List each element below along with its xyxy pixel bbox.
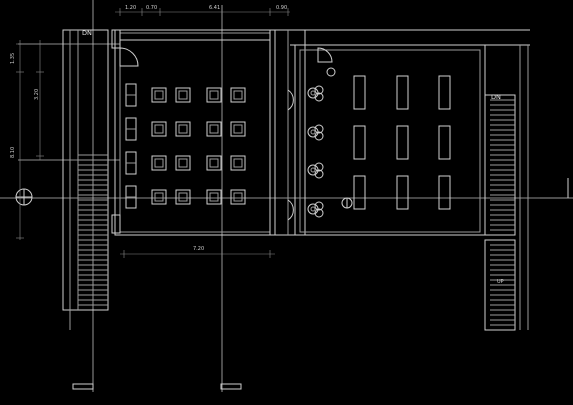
desk bbox=[151, 189, 167, 205]
stair-right-label: DN bbox=[491, 93, 501, 101]
stair-left-label: DN bbox=[82, 29, 92, 37]
axis-lines bbox=[0, 0, 573, 392]
desk bbox=[230, 155, 246, 171]
desk bbox=[230, 189, 246, 205]
dim-left-2: 3.20 bbox=[34, 89, 40, 100]
desk bbox=[206, 189, 222, 205]
desk bbox=[206, 155, 222, 171]
desk bbox=[151, 155, 167, 171]
desk bbox=[175, 155, 191, 171]
desk bbox=[175, 87, 191, 103]
chair-column bbox=[125, 185, 137, 209]
plant bbox=[307, 85, 324, 102]
chair-column bbox=[125, 151, 137, 175]
dim-left-1: 1.35 bbox=[10, 53, 16, 64]
panel bbox=[396, 175, 409, 210]
dimension-lines bbox=[16, 8, 290, 258]
plant bbox=[307, 124, 324, 141]
dim-top-4: 0.90 bbox=[276, 5, 287, 11]
plant bbox=[307, 162, 324, 179]
panel bbox=[438, 175, 451, 210]
dim-top-3: 6.41 bbox=[209, 5, 220, 11]
dim-top-2: 0.70 bbox=[146, 5, 157, 11]
desk bbox=[206, 121, 222, 137]
desk bbox=[151, 87, 167, 103]
partition-wall bbox=[269, 29, 306, 236]
right-stair bbox=[484, 45, 529, 331]
classroom-left bbox=[111, 29, 276, 236]
left-stair bbox=[62, 29, 109, 330]
panel bbox=[438, 125, 451, 160]
dim-bottom-1: 7.20 bbox=[193, 246, 204, 252]
chair-column bbox=[125, 83, 137, 107]
panel bbox=[353, 75, 366, 110]
desk bbox=[230, 121, 246, 137]
panel bbox=[353, 125, 366, 160]
plant bbox=[307, 201, 324, 218]
desk bbox=[230, 87, 246, 103]
desk bbox=[206, 87, 222, 103]
panel bbox=[353, 175, 366, 210]
panel bbox=[396, 75, 409, 110]
panel bbox=[438, 75, 451, 110]
stair-right-up-label: UP bbox=[497, 279, 504, 285]
chair-column bbox=[125, 117, 137, 141]
desk bbox=[175, 121, 191, 137]
dim-left-3: 8.10 bbox=[10, 147, 16, 158]
desk bbox=[175, 189, 191, 205]
panel bbox=[396, 125, 409, 160]
desk bbox=[151, 121, 167, 137]
dim-top-1: 1.20 bbox=[125, 5, 136, 11]
classroom-right bbox=[290, 29, 530, 236]
